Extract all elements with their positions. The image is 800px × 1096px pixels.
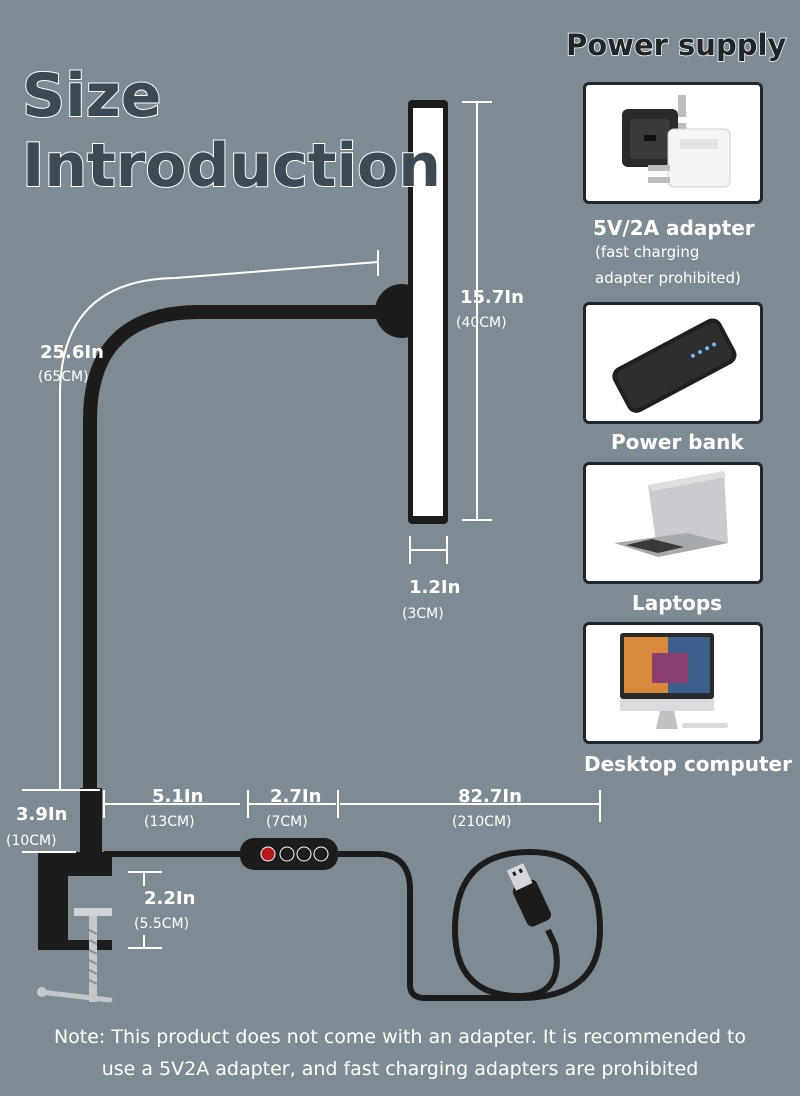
adapter-card [583,82,763,204]
adapter-icon [622,95,731,188]
clamp-opening-metric: (5.5CM) [134,916,190,932]
power-bank-label: Power bank [611,430,744,454]
adapter-sub-label-1: (fast charging [595,243,700,261]
switch-length-metric: (7CM) [266,814,308,830]
page-title-line2: Introduction [21,131,442,201]
base-sleeve [80,788,102,858]
usb-cable [104,848,604,1001]
laptop-label: Laptops [632,591,723,615]
switch-length-imperial: 2.7In [270,786,322,807]
desktop-computer-label: Desktop computer [584,752,792,776]
laptop-card [583,462,763,584]
base-height-imperial: 3.9In [16,804,68,825]
laptop-icon [614,471,728,557]
light-bar-length-imperial: 15.7In [460,287,524,308]
note-line1: Note: This product does not come with an… [53,1026,747,1048]
arm-length-metric: (65CM) [38,369,89,385]
light-bar-diffuser [413,108,443,516]
light-bar-width-imperial: 1.2In [409,577,461,598]
power-bank-card [583,302,763,424]
cable-length-metric: (210CM) [452,814,512,830]
clamp-screw [89,916,97,1002]
light-bar-length-metric: (40CM) [456,315,507,331]
cable-to-switch-metric: (13CM) [144,814,195,830]
light-bar-width-metric: (3CM) [402,606,444,622]
clamp-opening-imperial: 2.2In [144,888,196,909]
gooseneck-arm [83,305,399,797]
page-title-line1: Size [21,61,162,131]
desktop-computer-icon [620,633,728,729]
clamp-screw-plate [74,908,112,916]
adapter-sub-label-2: adapter prohibited) [595,269,741,287]
clamp-handle [37,989,113,1003]
desktop-card [583,622,763,744]
cable-length-imperial: 82.7In [458,786,522,807]
adapter-label: 5V/2A adapter [593,216,755,240]
cable-to-switch-imperial: 5.1In [152,786,204,807]
note-line2: use a 5V2A adapter, and fast charging ad… [101,1058,699,1080]
clamp-body [38,852,112,950]
power-bank-icon [612,318,737,413]
arm-dimension-arc [59,261,379,790]
power-supply-heading: Power supply [565,27,787,63]
base-height-metric: (10CM) [6,833,57,849]
arm-length-imperial: 25.6In [40,342,104,363]
usb-plug-icon [506,863,552,927]
